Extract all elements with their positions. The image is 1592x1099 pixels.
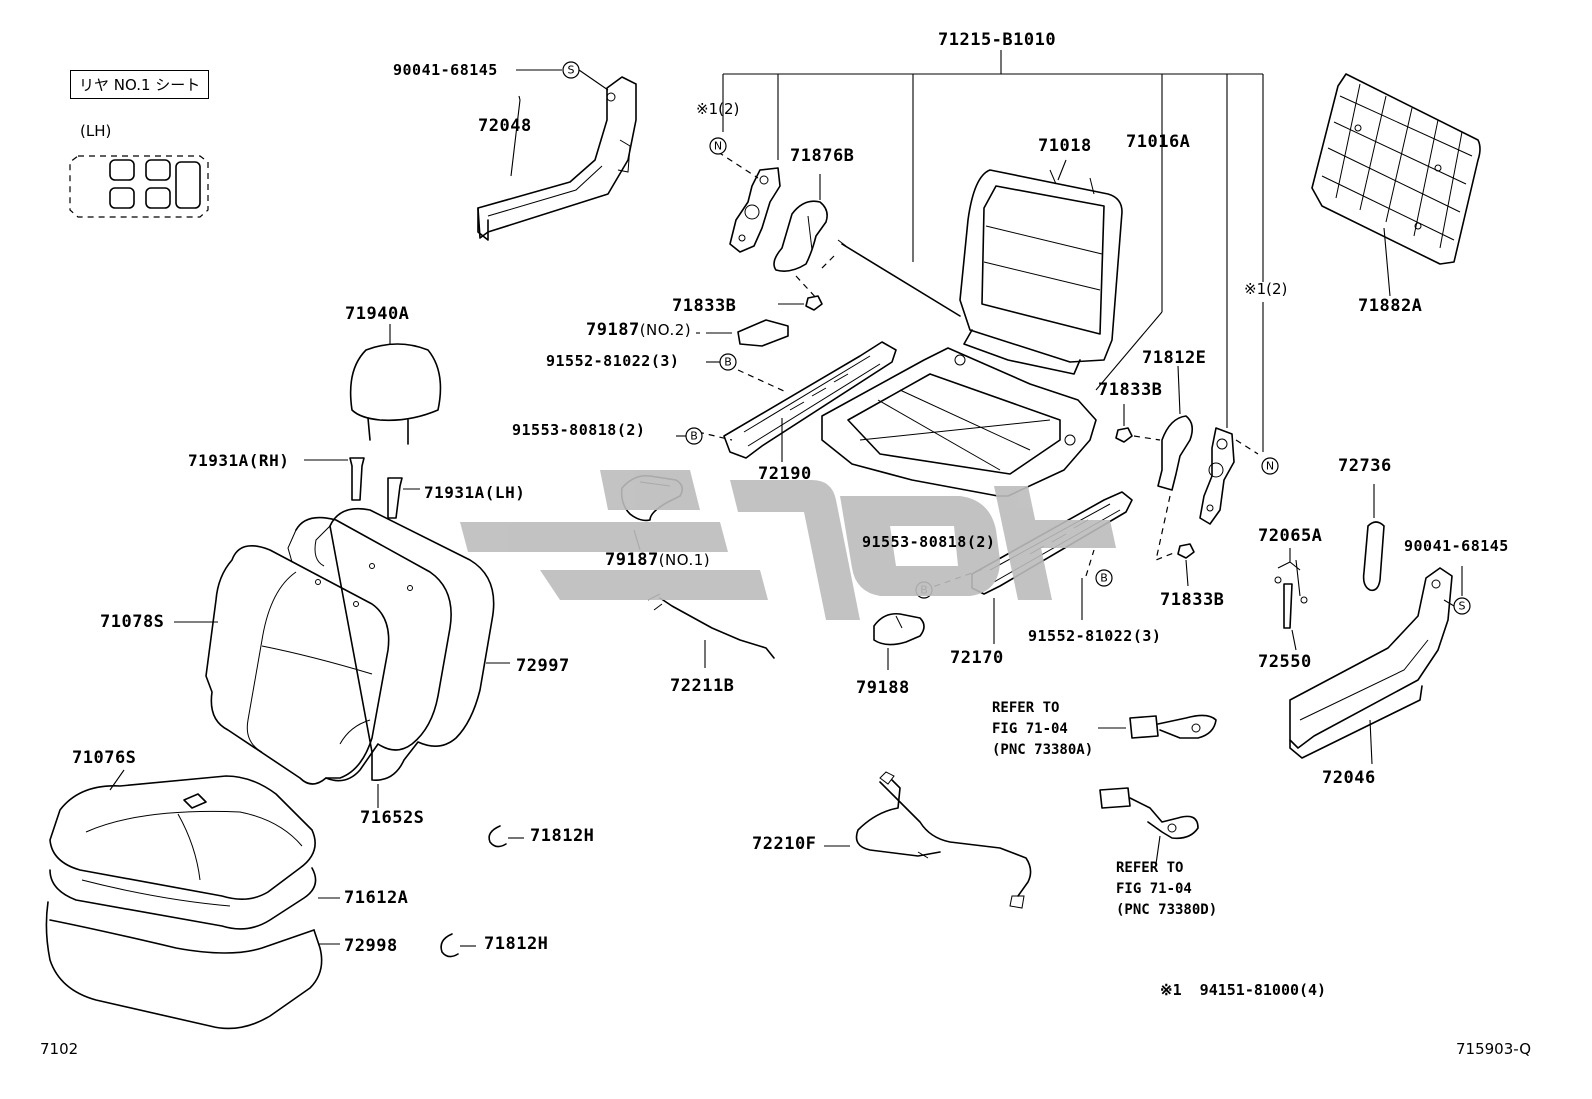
label-71876B: 71876B (790, 146, 855, 166)
label-90041-68145-right: 90041-68145 (1404, 537, 1509, 555)
label-72550: 72550 (1258, 652, 1312, 672)
label-72736: 72736 (1338, 456, 1392, 476)
part-79187-no2 (706, 319, 789, 347)
seat-position-tag: リヤ NO.1 シート (70, 70, 210, 99)
part-71018-seatback-frame (959, 159, 1123, 375)
label-91552-left: 91552-81022(3) (546, 352, 680, 370)
part-recliner-left (717, 151, 961, 317)
watermark-logo (460, 470, 1116, 620)
asterisk-ref-right: ※1(2) (1244, 280, 1288, 298)
part-72190-seat-track (697, 341, 897, 462)
label-71882A: 71882A (1358, 296, 1423, 316)
part-seatback-covers (174, 507, 510, 808)
label-72997: 72997 (516, 656, 570, 676)
label-72046: 72046 (1322, 768, 1376, 788)
label-90041-68145-left: 90041-68145 (393, 61, 498, 79)
label-71833B-top: 71833B (672, 296, 737, 316)
label-72190: 72190 (758, 464, 812, 484)
label-71076S: 71076S (72, 748, 137, 768)
label-72048: 72048 (478, 116, 532, 136)
label-71215-B1010: 71215-B1010 (938, 30, 1057, 50)
part-71931A-guides (304, 457, 420, 519)
svg-text:B: B (690, 430, 698, 443)
label-72210F: 72210F (752, 834, 817, 854)
label-91553-left: 91553-80818(2) (512, 421, 646, 439)
assembly-bracket-71215 (722, 50, 1264, 452)
part-seat-cushion (45, 769, 340, 1030)
label-71812H-lower: 71812H (484, 934, 549, 954)
label-71652S: 71652S (360, 808, 425, 828)
label-79188: 79188 (856, 678, 910, 698)
label-72211B: 72211B (670, 676, 735, 696)
label-71078S: 71078S (100, 612, 165, 632)
label-91552-right: 91552-81022(3) (1028, 627, 1162, 645)
label-72170: 72170 (950, 648, 1004, 668)
figure-code-left: 7102 (40, 1040, 79, 1058)
part-72210F-harness (824, 771, 1032, 909)
part-71940A-headrest (349, 324, 442, 445)
part-seatbelt-buckles (1098, 714, 1217, 865)
label-91553-right: 91553-80818(2) (862, 533, 996, 551)
part-recliner-right (1115, 365, 1259, 587)
side-label: (LH) (80, 122, 112, 140)
label-72065A: 72065A (1258, 526, 1323, 546)
label-71812H-upper: 71812H (530, 826, 595, 846)
part-71016A-seat-frame (821, 311, 1163, 497)
label-71833B-right: 71833B (1098, 380, 1163, 400)
part-79188 (873, 612, 925, 670)
label-71812E: 71812E (1142, 348, 1207, 368)
label-71018: 71018 (1038, 136, 1092, 156)
label-79187-no1: 79187(NO.1) (605, 550, 711, 570)
part-72211B-cable (647, 593, 775, 668)
fastener-note: ※1 94151-81000(4) (1160, 981, 1327, 999)
label-79187-no2: 79187(NO.2) (586, 320, 692, 340)
svg-text:N: N (714, 140, 722, 153)
label-71612A: 71612A (344, 888, 409, 908)
svg-text:S: S (1459, 600, 1466, 613)
svg-text:B: B (1100, 572, 1108, 585)
label-71931A-lh: 71931A(LH) (424, 483, 526, 502)
label-71833B-lower: 71833B (1160, 590, 1225, 610)
part-71812H-clips (440, 825, 524, 958)
svg-text:S: S (568, 64, 575, 77)
part-72048-side-cover (477, 61, 637, 241)
figure-code-right: 715903-Q (1456, 1040, 1532, 1058)
label-71931A-rh: 71931A(RH) (188, 451, 290, 470)
label-71016A: 71016A (1126, 132, 1191, 152)
label-72998: 72998 (344, 936, 398, 956)
part-71882A-back-board (1311, 73, 1481, 297)
svg-text:B: B (724, 356, 732, 369)
label-71940A: 71940A (345, 304, 410, 324)
part-right-side-cover (1274, 484, 1471, 765)
asterisk-ref-left: ※1(2) (696, 100, 740, 118)
seat-locator-map (69, 155, 209, 218)
svg-text:N: N (1266, 460, 1274, 473)
